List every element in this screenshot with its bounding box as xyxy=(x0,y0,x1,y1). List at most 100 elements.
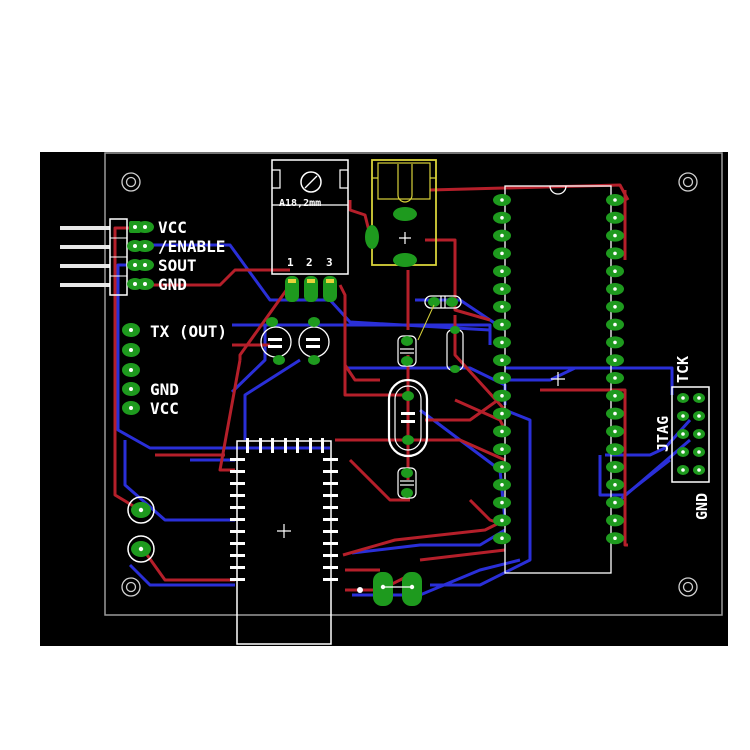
pad-hole xyxy=(500,465,504,469)
pad-hole xyxy=(500,305,504,309)
pad-hole xyxy=(613,305,617,309)
pad-hole xyxy=(500,358,504,363)
connector-label-vcc: VCC xyxy=(158,218,187,237)
pad-hole xyxy=(613,500,617,505)
pad-hole xyxy=(697,450,701,454)
jtag-header: JTAG TCK GND xyxy=(654,356,711,520)
pad-hole xyxy=(500,411,504,416)
mounting-hole-bottom-right xyxy=(678,577,698,597)
pad xyxy=(401,356,413,366)
pad-hole xyxy=(613,233,617,238)
pad-hole xyxy=(613,536,617,540)
pad-hole xyxy=(613,447,617,452)
connector-pin xyxy=(60,245,110,249)
mounting-hole-bottom-left xyxy=(121,577,141,597)
header-label-vcc: VCC xyxy=(150,399,179,418)
pad-hole xyxy=(500,429,504,434)
pad xyxy=(401,468,413,478)
pad-hole xyxy=(681,396,685,400)
board-outline xyxy=(104,152,723,616)
pad xyxy=(428,297,440,307)
connector-pin xyxy=(60,226,110,230)
regulator-pin-1: 1 xyxy=(287,256,294,269)
connector-label-gnd: GND xyxy=(158,275,187,294)
pad-hole xyxy=(500,233,504,238)
pad xyxy=(401,336,413,346)
pad-hole xyxy=(500,251,504,256)
serial-header: TX (OUT) GND VCC xyxy=(122,322,227,418)
pad-hole xyxy=(613,322,617,327)
pad-hole xyxy=(613,340,617,345)
regulator-mount-hole xyxy=(300,171,322,193)
jtag-gnd-label: GND xyxy=(693,493,711,520)
pad-hole xyxy=(613,216,617,220)
pad xyxy=(393,207,417,221)
pad-hole xyxy=(500,376,504,380)
small-capacitor xyxy=(424,295,462,309)
pad-hole xyxy=(681,468,685,472)
regulator-part-label: A18,2mm xyxy=(279,198,321,209)
pad xyxy=(266,317,278,327)
connector-label-enable: /ENABLE xyxy=(158,237,225,256)
pad-hole xyxy=(613,251,617,256)
pad-hole xyxy=(500,198,504,202)
module-footprint xyxy=(230,438,338,645)
crystal xyxy=(387,378,429,458)
pad xyxy=(446,297,458,307)
pad-hole xyxy=(500,269,504,274)
pad-hole xyxy=(613,198,617,202)
pad-hole xyxy=(500,536,504,540)
microcontroller xyxy=(493,185,624,574)
pad-hole xyxy=(500,500,504,505)
pad-hole xyxy=(613,358,617,363)
pad xyxy=(402,391,414,401)
pad-hole xyxy=(500,287,504,291)
regulator-pin-3: 3 xyxy=(326,256,333,269)
small-vertical-caps xyxy=(397,304,464,499)
pad-hole xyxy=(500,518,504,523)
mounting-hole-top-left xyxy=(121,172,141,192)
mounting-hole-top-right xyxy=(678,172,698,192)
pad-hole xyxy=(613,394,617,398)
pad-hole xyxy=(500,447,504,452)
pad-hole xyxy=(681,414,685,418)
pad-hole xyxy=(613,465,617,469)
pad xyxy=(308,355,320,365)
jtag-tck-label: TCK xyxy=(674,356,692,383)
left-round-pads xyxy=(127,496,155,563)
connector-label-sout: SOUT xyxy=(158,256,197,275)
bottom-pads xyxy=(357,572,422,606)
pad-hole xyxy=(500,216,504,220)
pad xyxy=(273,355,285,365)
connector-pin xyxy=(60,283,110,287)
pad xyxy=(308,317,320,327)
header-label-gnd: GND xyxy=(150,380,179,399)
pad-hole xyxy=(613,411,617,416)
pad-hole xyxy=(697,432,701,436)
connector-pin xyxy=(60,264,110,268)
pad-hole xyxy=(613,287,617,291)
pad-hole xyxy=(681,450,685,454)
pad-hole xyxy=(613,269,617,274)
pad-hole xyxy=(681,432,685,436)
voltage-regulator: A18,2mm 1 2 3 xyxy=(271,159,349,302)
pad xyxy=(450,365,460,373)
regulator-pin-2: 2 xyxy=(306,256,313,269)
pad-hole xyxy=(500,394,504,398)
capacitor-pair xyxy=(260,317,330,365)
pad xyxy=(450,326,460,334)
mounting-holes xyxy=(121,172,698,597)
pad xyxy=(393,253,417,267)
pad xyxy=(401,488,413,498)
pad xyxy=(365,225,379,249)
pad-hole xyxy=(500,483,504,487)
pad-hole xyxy=(697,414,701,418)
pad-hole xyxy=(500,340,504,345)
pad-hole xyxy=(500,322,504,327)
jtag-label: JTAG xyxy=(654,416,672,452)
pad-hole xyxy=(613,376,617,380)
edge-connector: VCC /ENABLE SOUT GND xyxy=(60,218,225,296)
pad xyxy=(402,435,414,445)
pad-hole xyxy=(697,396,701,400)
